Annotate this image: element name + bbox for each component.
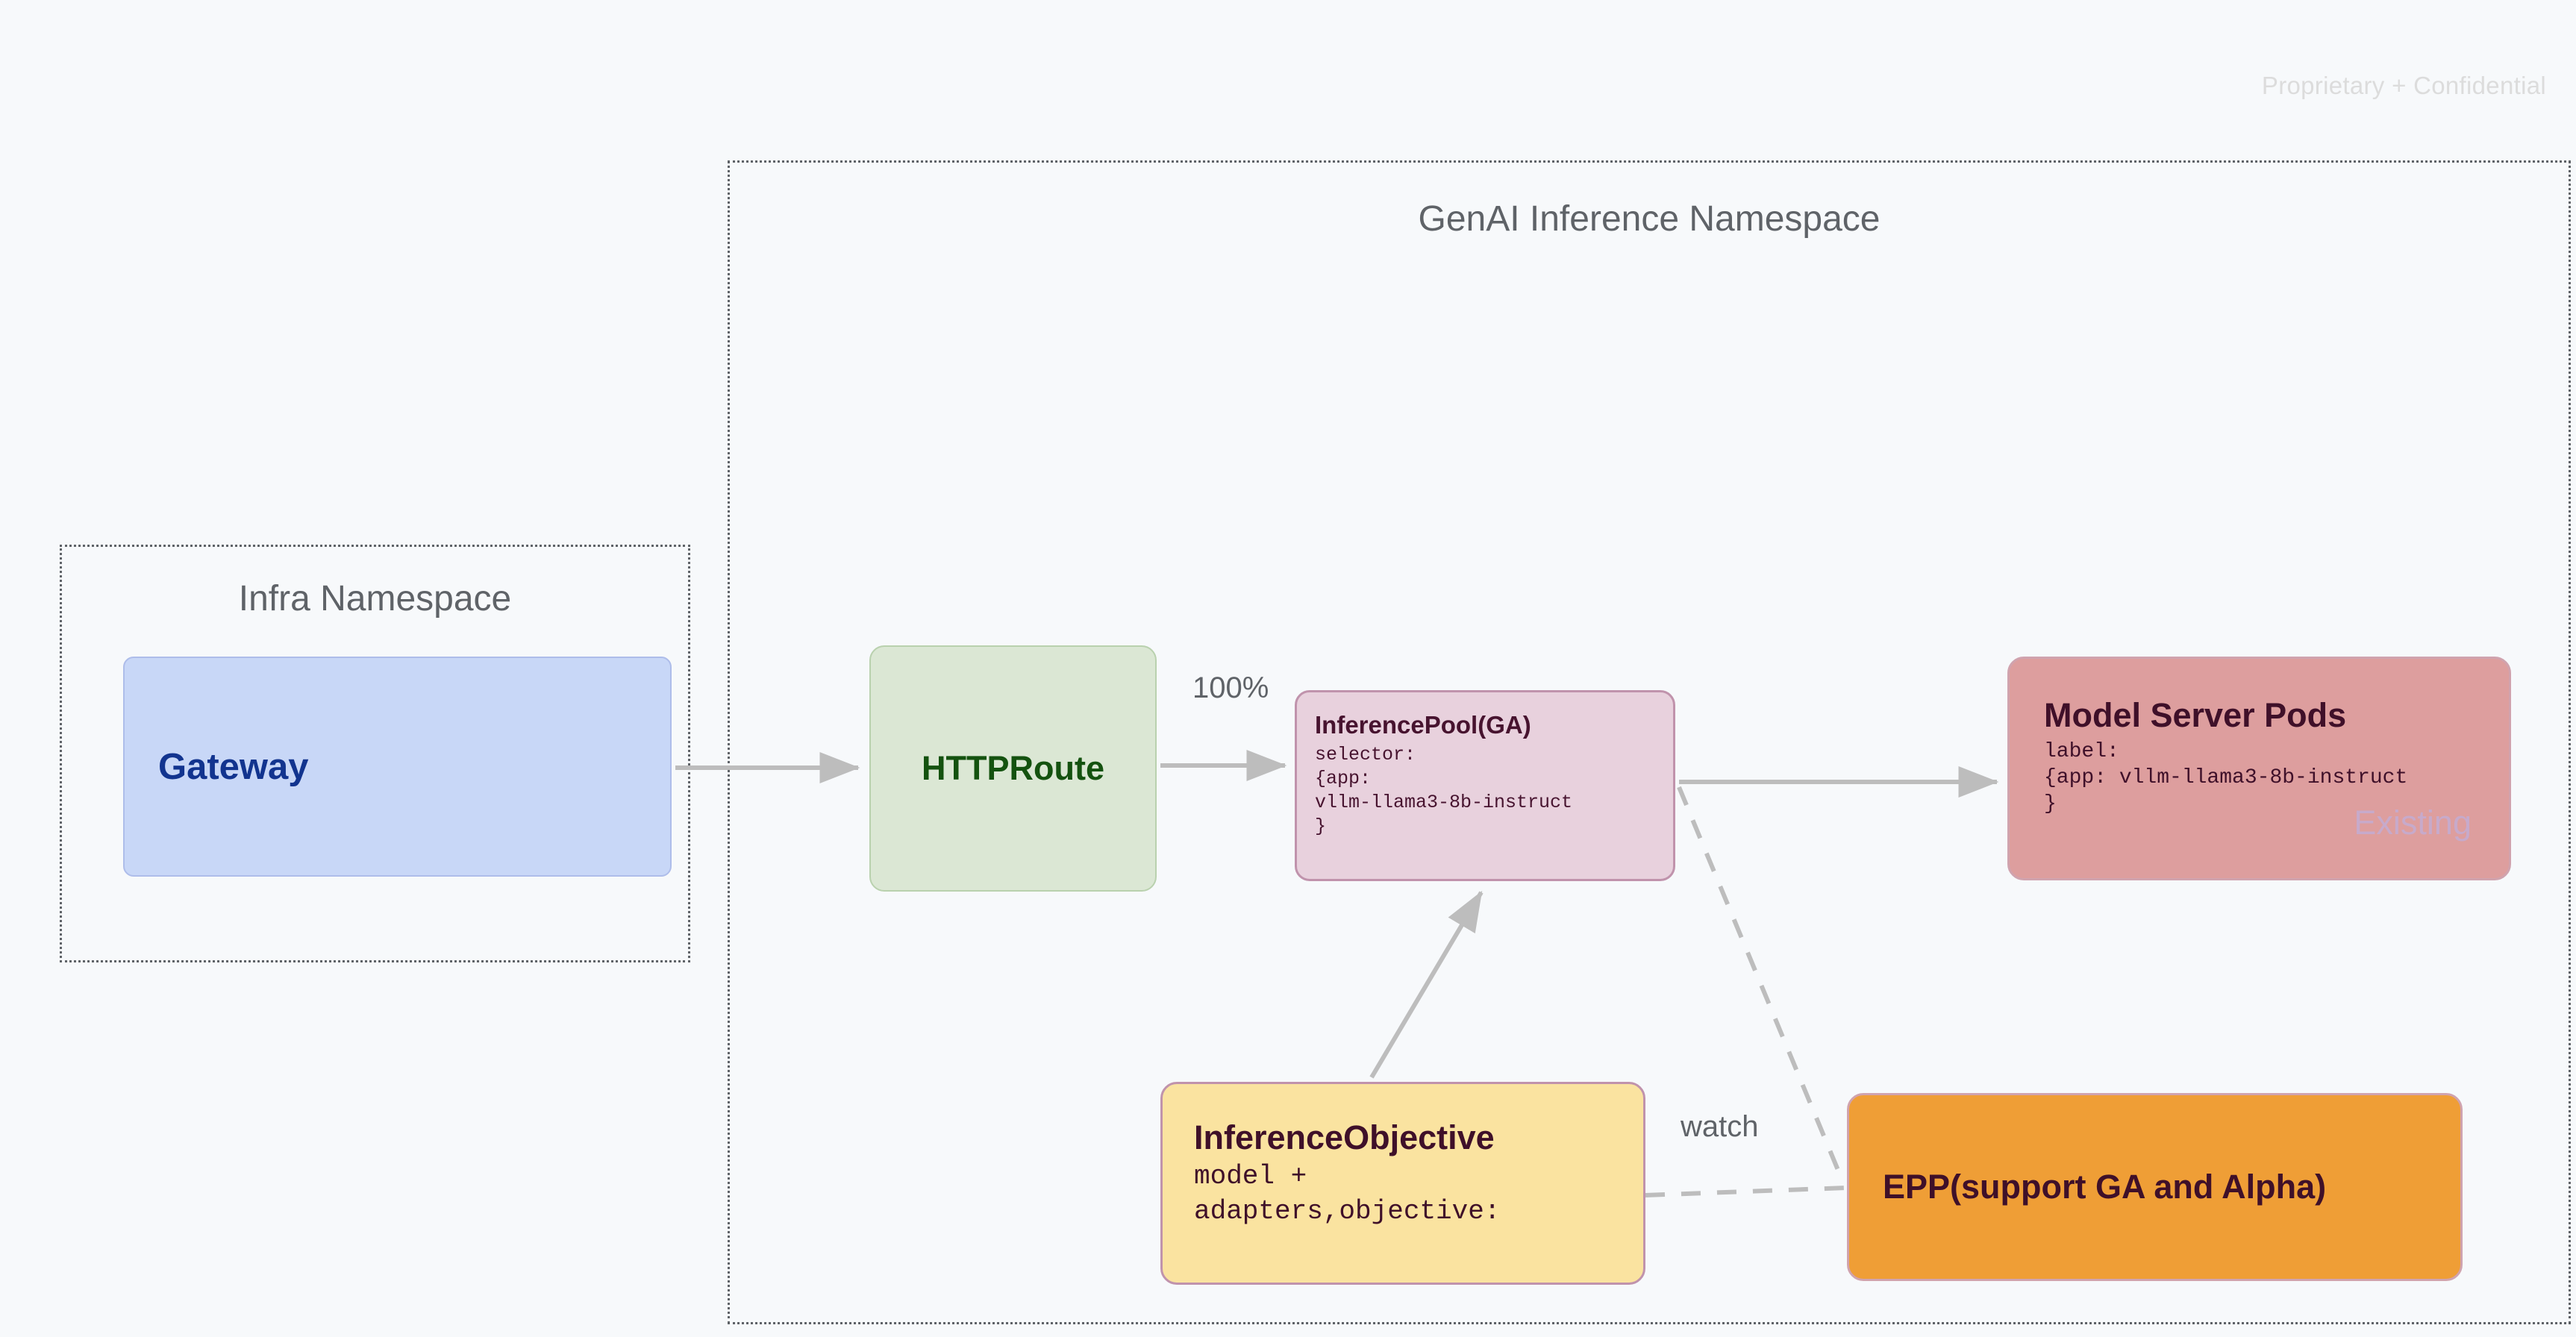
node-gateway[interactable]: Gateway [123, 657, 672, 877]
namespace-infra-label: Infra Namespace [238, 579, 512, 619]
node-model-server-pods[interactable]: Model Server Pods label: {app: vllm-llam… [2007, 657, 2511, 880]
node-inferencepool[interactable]: InferencePool(GA) selector: {app: vllm-l… [1295, 690, 1675, 881]
node-inference-objective-spec: model + adapters,objective: [1194, 1161, 1501, 1227]
node-epp-title: EPP(support GA and Alpha) [1883, 1168, 2327, 1206]
edge-label-watch: watch [1681, 1110, 1759, 1143]
node-inferencepool-selector: selector: {app: vllm-llama3-8b-instruct … [1315, 744, 1573, 838]
existing-stamp: Existing [2354, 804, 2472, 842]
edge-label-traffic-weight: 100% [1192, 671, 1269, 704]
node-model-server-pods-label: label: {app: vllm-llama3-8b-instruct } [2044, 740, 2408, 816]
namespace-infra: Infra Namespace [60, 545, 690, 962]
namespace-genai-inference: GenAI Inference Namespace [728, 160, 2571, 1324]
namespace-genai-inference-label: GenAI Inference Namespace [1418, 199, 1881, 239]
node-inferencepool-title: InferencePool(GA) [1315, 711, 1531, 739]
node-httproute[interactable]: HTTPRoute [869, 645, 1157, 892]
proprietary-watermark: Proprietary + Confidential [2261, 72, 2546, 99]
node-epp[interactable]: EPP(support GA and Alpha) [1847, 1093, 2463, 1281]
node-inference-objective[interactable]: InferenceObjective model + adapters,obje… [1160, 1082, 1645, 1285]
node-model-server-pods-title: Model Server Pods [2044, 696, 2347, 734]
node-gateway-title: Gateway [158, 746, 309, 787]
node-inference-objective-title: InferenceObjective [1194, 1118, 1495, 1156]
node-httproute-title: HTTPRoute [922, 749, 1104, 787]
